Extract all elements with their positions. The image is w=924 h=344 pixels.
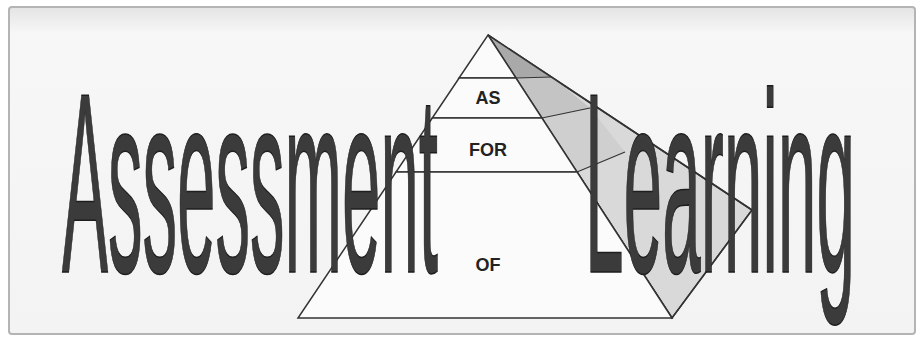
pyramid-band: AS <box>432 78 542 118</box>
frame <box>9 7 915 334</box>
band-label: AS <box>475 89 500 107</box>
band-label: FOR <box>469 141 507 159</box>
band-label: OF <box>476 256 501 274</box>
headline-word: Assessment <box>62 54 438 311</box>
face-line <box>542 108 590 118</box>
pyramid-apex <box>459 35 516 78</box>
headline-word: Learning <box>585 54 855 311</box>
band-shape <box>432 78 542 118</box>
face-line <box>516 77 552 78</box>
